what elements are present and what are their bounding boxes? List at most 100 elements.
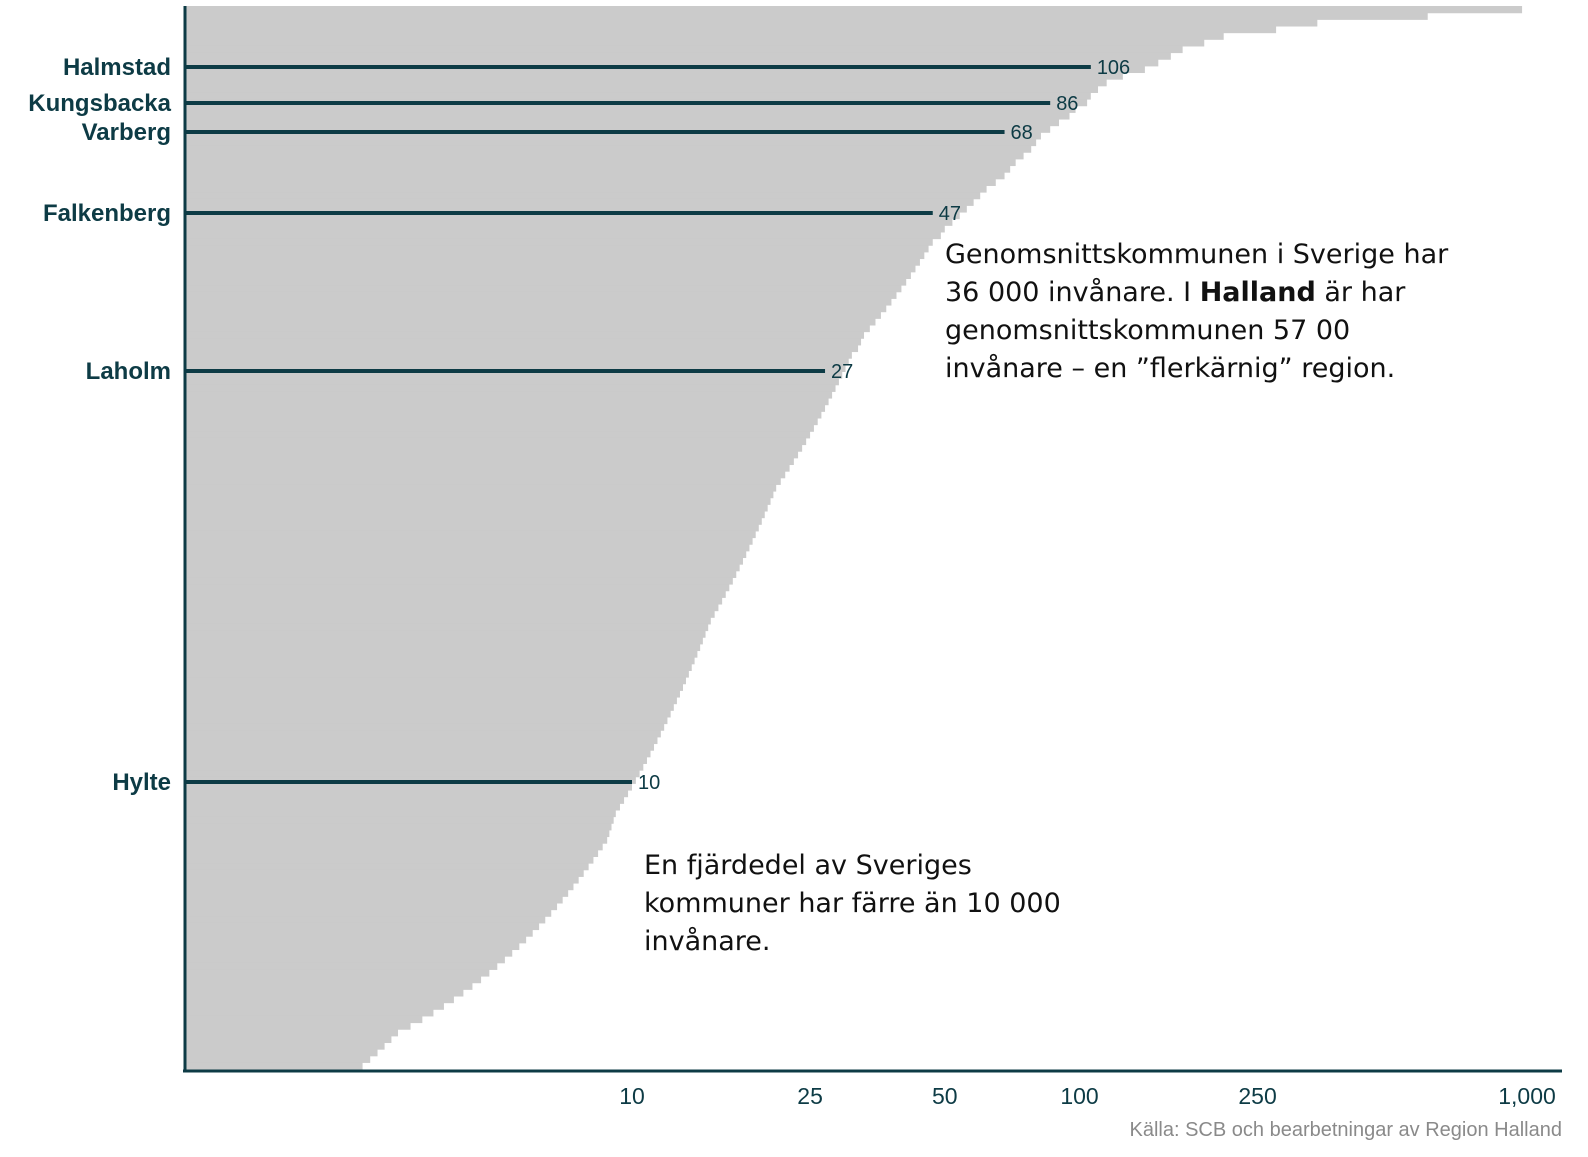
distribution-bar <box>185 138 1037 147</box>
distribution-bar <box>185 650 698 658</box>
distribution-bar <box>185 856 594 864</box>
distribution-bar <box>185 378 839 386</box>
distribution-bar <box>185 637 703 645</box>
distribution-bar <box>185 630 706 638</box>
distribution-bar <box>185 118 1060 127</box>
distribution-bar <box>185 218 953 226</box>
distribution-bar <box>185 796 625 804</box>
distribution-bar <box>185 19 1318 27</box>
distribution-bar <box>185 1055 371 1063</box>
distribution-bar <box>185 517 762 525</box>
distribution-bar <box>185 696 677 705</box>
distribution-bar <box>185 736 658 745</box>
distribution-bar <box>185 251 925 260</box>
x-tick-label: 1,000 <box>1498 1083 1556 1109</box>
distribution-bar <box>185 72 1123 80</box>
value-label: 68 <box>1011 122 1033 144</box>
distribution-bar <box>185 750 651 758</box>
distribution-bar <box>185 278 907 286</box>
distribution-bar <box>185 882 574 891</box>
municipality-label: Varberg <box>82 119 171 146</box>
distribution-bar <box>185 756 647 764</box>
distribution-bar <box>185 1029 399 1037</box>
distribution-bar <box>185 557 743 565</box>
distribution-bar <box>185 178 996 186</box>
distribution-bar <box>185 258 920 266</box>
distribution-bar <box>185 663 692 671</box>
distribution-bar <box>185 564 740 572</box>
value-label: 106 <box>1097 57 1130 79</box>
distribution-bar <box>185 916 546 924</box>
distribution-bar <box>185 451 799 459</box>
distribution-bar <box>185 291 897 299</box>
distribution-bar <box>185 192 981 200</box>
source-note: Källa: SCB och bearbetningar av Region H… <box>1129 1119 1563 1141</box>
distribution-bar <box>185 304 887 313</box>
average-annotation-text-end: är har genomsnittskommunen 57 00 invånar… <box>945 277 1406 384</box>
distribution-bar <box>185 384 836 392</box>
average-annotation-text-start: Genomsnittskommunen i Sverige har 36 000… <box>945 239 1449 308</box>
distribution-bar <box>185 65 1145 74</box>
distribution-bar <box>185 411 822 419</box>
distribution-bar <box>185 165 1011 173</box>
distribution-bar <box>185 1049 378 1057</box>
distribution-bar <box>185 371 843 379</box>
distribution-bar <box>185 876 579 884</box>
distribution-bar <box>185 484 777 492</box>
distribution-bar <box>185 829 610 838</box>
distribution-bar <box>185 949 513 957</box>
distribution-bar <box>185 265 916 273</box>
distribution-bar <box>185 643 701 652</box>
distribution-bar <box>185 816 614 824</box>
distribution-bar <box>185 577 733 585</box>
distribution-bar <box>185 404 826 412</box>
distribution-bar <box>185 298 892 306</box>
distribution-bar <box>185 889 569 897</box>
distribution-bar <box>185 92 1091 100</box>
municipality-label: Kungsbacka <box>28 90 171 117</box>
distribution-bar <box>185 863 589 871</box>
x-tick-label: 100 <box>1060 1083 1098 1109</box>
distribution-bar <box>185 238 933 246</box>
distribution-bar <box>185 1062 363 1070</box>
distribution-bar <box>185 185 987 193</box>
distribution-bar <box>185 823 612 831</box>
value-label: 47 <box>939 203 961 225</box>
distribution-bar <box>185 584 730 592</box>
average-annotation: Genomsnittskommunen i Sverige har 36 000… <box>945 236 1465 388</box>
distribution-bar <box>185 975 482 984</box>
distribution-bar <box>185 590 726 598</box>
distribution-bar <box>185 783 632 791</box>
distribution-bar <box>185 225 945 233</box>
distribution-bar <box>185 391 833 399</box>
distribution-bar <box>185 995 454 1004</box>
municipality-label: Halmstad <box>63 54 171 81</box>
distribution-bar <box>185 869 584 877</box>
distribution-bar <box>185 59 1159 67</box>
distribution-bar <box>185 1015 423 1024</box>
distribution-bar <box>185 617 711 625</box>
distribution-bar <box>185 437 807 446</box>
distribution-bar <box>185 417 818 426</box>
value-label: 10 <box>638 772 660 794</box>
distribution-bar <box>185 524 759 532</box>
distribution-bar <box>185 849 599 857</box>
distribution-bar <box>185 763 644 771</box>
distribution-bar <box>185 1035 392 1044</box>
distribution-bar <box>185 105 1076 113</box>
distribution-bar <box>185 657 695 665</box>
distribution-bar <box>185 623 709 632</box>
distribution-bar <box>185 344 859 353</box>
distribution-bar <box>185 730 661 738</box>
distribution-bar <box>185 1002 444 1010</box>
distribution-bar <box>185 929 533 937</box>
distribution-bar <box>185 211 960 220</box>
value-label: 27 <box>831 361 853 383</box>
distribution-bar <box>185 471 786 479</box>
distribution-bar <box>185 245 929 253</box>
distribution-bar <box>185 351 852 359</box>
distribution-bar <box>185 597 723 605</box>
distribution-bar <box>185 909 552 917</box>
distribution-bar <box>185 397 829 406</box>
